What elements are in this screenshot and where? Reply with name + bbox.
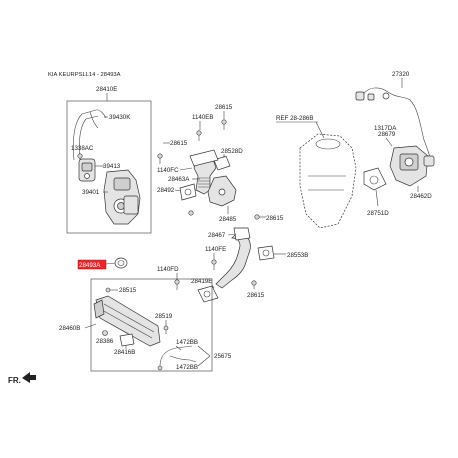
label-28462D[interactable]: 28462D — [410, 193, 432, 200]
label-28615-right[interactable]: 28615 — [266, 215, 284, 222]
egr-hose-39430K[interactable] — [72, 109, 107, 161]
label-25675[interactable]: 25675 — [214, 353, 232, 360]
gasket-28553B[interactable] — [257, 245, 275, 261]
label-28386[interactable]: 28386 — [96, 338, 114, 345]
leader-28467 — [227, 233, 237, 236]
leader-28679 — [385, 137, 393, 147]
label-28515[interactable]: 28515 — [119, 287, 137, 294]
egr-pipe-28463A[interactable] — [189, 149, 219, 195]
bolt-28615-top[interactable] — [221, 119, 227, 130]
bracket-28485[interactable] — [207, 175, 237, 207]
leader-25675-a — [197, 345, 211, 357]
bolt-1140FD[interactable] — [174, 279, 180, 290]
bolt-28515[interactable] — [105, 287, 111, 293]
leader-ref — [315, 121, 325, 139]
bolt-1140FE[interactable] — [211, 259, 217, 270]
label-28460B[interactable]: 28460B — [59, 325, 80, 332]
label-28467[interactable]: 28467 — [208, 232, 226, 239]
coolant-hose-25675[interactable] — [157, 345, 197, 371]
leader-1140FC — [179, 167, 193, 171]
highlight-28493A — [77, 259, 107, 270]
label-1472BB-bottom[interactable]: 1472BB — [176, 364, 198, 371]
label-28615-left[interactable]: 28615 — [170, 140, 188, 147]
front-arrow-icon — [22, 372, 36, 383]
label-39413[interactable]: 39413 — [103, 163, 121, 170]
label-39401[interactable]: 39401 — [82, 189, 100, 196]
leader-28492 — [174, 189, 182, 192]
egr-cooler-28462D[interactable] — [389, 145, 435, 187]
label-28410E[interactable]: 28410E — [96, 86, 117, 93]
leader-28493A — [105, 262, 116, 265]
leader-28751D — [375, 189, 379, 207]
bolt-28615-bottom[interactable] — [251, 280, 257, 289]
label-28553B[interactable]: 28553B — [287, 252, 308, 259]
label-28463A[interactable]: 28463A — [168, 176, 190, 183]
label-28615-bottom[interactable]: 28615 — [247, 292, 265, 299]
label-28751D[interactable]: 28751D — [367, 210, 389, 217]
catalytic-converter-ref[interactable] — [299, 133, 357, 229]
bolt-28615-left[interactable] — [157, 153, 163, 164]
bolt-1140EB[interactable] — [196, 130, 202, 141]
label-28528D[interactable]: 28528D — [221, 148, 243, 155]
leader-1472BB-top — [175, 345, 182, 351]
label-28416B[interactable]: 28416B — [114, 349, 135, 356]
egr-cooler-assembly-box — [90, 278, 213, 372]
egr-valve-assembly-box — [66, 100, 152, 234]
label-28493A[interactable]: 28493A — [79, 262, 101, 269]
bolt-28519[interactable] — [163, 325, 169, 334]
label-1472BB-top[interactable]: 1472BB — [176, 339, 198, 346]
leader-25675-b — [197, 355, 211, 367]
label-1317DA[interactable]: 1317DA — [374, 125, 397, 132]
label-28492[interactable]: 28492 — [157, 187, 175, 194]
leader-28460B — [84, 323, 97, 329]
egr-pipe-28467[interactable] — [215, 227, 251, 289]
gasket-28751D[interactable] — [363, 167, 387, 191]
gasket-28419E[interactable] — [197, 285, 219, 303]
gasket-28493A[interactable] — [114, 257, 128, 269]
label-1140FD[interactable]: 1140FD — [157, 266, 179, 273]
label-28679[interactable]: 28679 — [378, 131, 396, 138]
label-28615-top[interactable]: 28615 — [215, 104, 233, 111]
label-1140EB[interactable]: 1140EB — [192, 114, 214, 121]
label-1338AC[interactable]: 1338AC — [71, 145, 94, 152]
label-27320[interactable]: 27320 — [392, 71, 410, 78]
bolt-28615-center[interactable] — [188, 210, 194, 216]
label-28419E[interactable]: 28419E — [191, 278, 212, 285]
label-39430K[interactable]: 39430K — [109, 114, 131, 121]
egr-actuator-39413[interactable] — [78, 158, 96, 182]
egr-valve-39401[interactable] — [103, 169, 141, 225]
label-ref-28-286B[interactable]: REF 28-286B — [276, 115, 314, 122]
diagram-title: KIA KEURPSLL14 - 28493A — [48, 72, 121, 78]
gasket-28492[interactable] — [179, 183, 197, 201]
clip-28386[interactable] — [102, 330, 108, 336]
label-1140FE[interactable]: 1140FE — [205, 246, 226, 253]
egr-cooler-28460B[interactable] — [93, 295, 161, 347]
bolt-28615-right[interactable] — [254, 214, 260, 220]
label-28519[interactable]: 28519 — [155, 313, 173, 320]
gasket-28416B[interactable] — [119, 333, 135, 347]
label-1140FC[interactable]: 1140FC — [157, 167, 179, 174]
label-28485[interactable]: 28485 — [219, 216, 237, 223]
direction-label: FR. — [8, 376, 21, 385]
sensor-wire-27320[interactable] — [355, 87, 433, 163]
